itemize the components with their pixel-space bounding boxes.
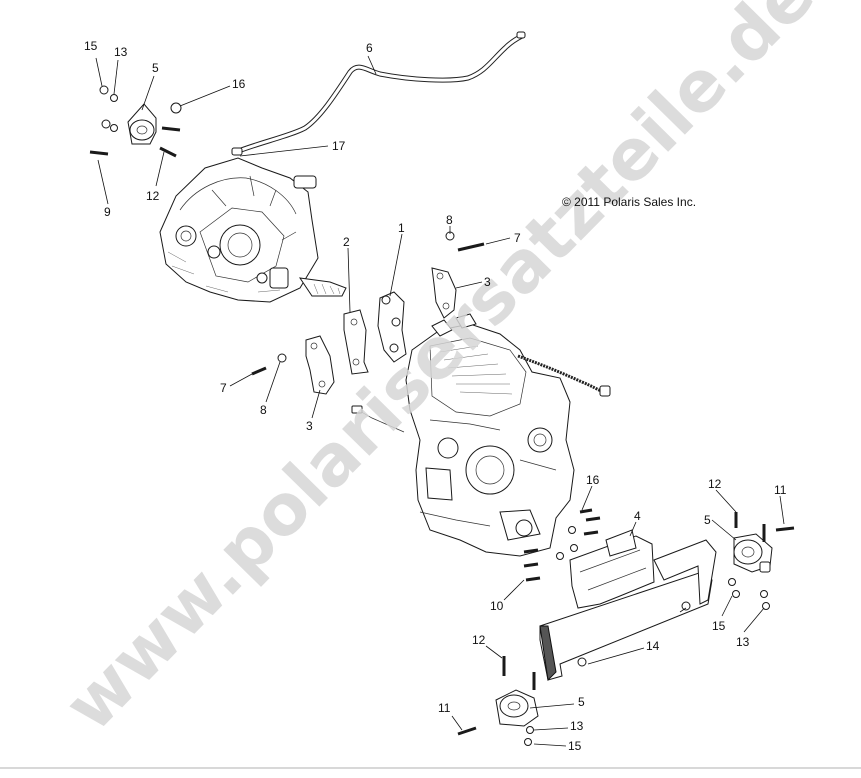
callout-13: 13 <box>570 719 584 733</box>
callout-17: 17 <box>332 139 346 153</box>
engine-mount-bracket-3-upper <box>431 267 457 319</box>
mount-isolator-bottom <box>495 689 539 727</box>
callout-15: 15 <box>568 739 582 753</box>
engine-mount-frame <box>539 529 717 682</box>
engine-mount-bracket-3-lower <box>305 335 335 395</box>
callout-16: 16 <box>232 77 246 91</box>
callout-2: 2 <box>343 235 350 249</box>
callout-3: 3 <box>306 419 313 433</box>
callout-12: 12 <box>146 189 160 203</box>
callout-12: 12 <box>472 633 486 647</box>
callout-10: 10 <box>490 599 504 613</box>
callout-7: 7 <box>514 231 521 245</box>
callout-8: 8 <box>446 213 453 227</box>
callout-11: 11 <box>774 483 787 497</box>
callout-12: 12 <box>708 477 722 491</box>
callout-1: 1 <box>398 221 405 235</box>
callout-11: 11 <box>438 701 451 715</box>
engine-mount-bracket-2 <box>343 309 369 375</box>
callout-7: 7 <box>220 381 227 395</box>
callout-5: 5 <box>578 695 585 709</box>
leader-lines <box>95 55 785 747</box>
callout-15: 15 <box>84 39 98 53</box>
mount-isolator-right <box>733 533 773 573</box>
callout-15: 15 <box>712 619 726 633</box>
callout-5: 5 <box>152 61 159 75</box>
callout-13: 13 <box>114 45 128 59</box>
engine <box>351 313 611 557</box>
callout-6: 6 <box>366 41 373 55</box>
callout-4: 4 <box>634 509 641 523</box>
shift-cable <box>231 31 526 156</box>
callout-14: 14 <box>646 639 660 653</box>
fasteners <box>89 85 795 746</box>
engine-mount-bracket-1 <box>377 291 407 363</box>
callout-3: 3 <box>484 275 491 289</box>
callout-16: 16 <box>586 473 600 487</box>
watermark: www.polarisersatzteile.de <box>49 0 830 747</box>
callout-13: 13 <box>736 635 750 649</box>
copyright-notice: © 2011 Polaris Sales Inc. <box>562 195 696 209</box>
callout-9: 9 <box>104 205 111 219</box>
transmission <box>159 157 347 303</box>
callout-8: 8 <box>260 403 267 417</box>
callout-labels: 15 13 5 16 6 17 12 9 8 7 1 2 3 7 8 3 16 … <box>84 39 787 753</box>
callout-5: 5 <box>704 513 711 527</box>
